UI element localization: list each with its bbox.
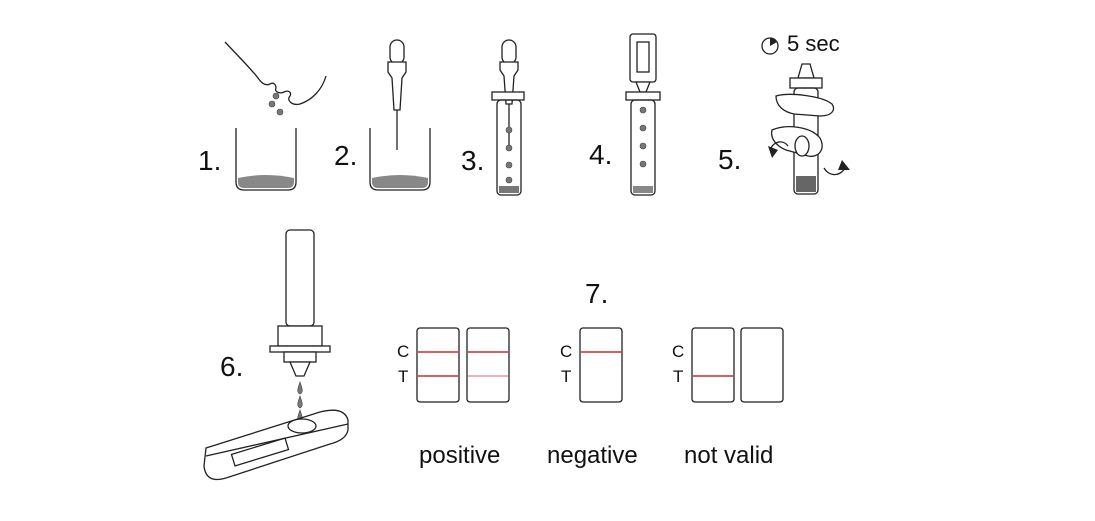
step-5-illustration [761,37,850,195]
tube-rim [625,91,661,101]
control-letter: C [672,342,685,361]
test-letter: T [673,367,684,386]
positive-strip-1 [416,327,460,403]
test-cassette [203,409,349,481]
negative-strip [579,327,623,403]
face-profile [224,41,327,106]
invalid-strip-2 [740,327,784,403]
step-3-label: 3. [461,145,485,176]
step-5-label: 5. [718,144,742,175]
result-strips [416,327,784,403]
collection-cup [235,128,297,191]
step-4-illustration [625,33,661,196]
step-1-label: 1. [198,145,222,176]
result-negative-label: negative [547,442,638,469]
tube-rim [491,91,525,101]
step-2-illustration [369,39,431,191]
tube-collar [277,325,323,347]
step-6-illustration [203,229,349,481]
positive-strip-2 [466,327,510,403]
control-letter: C [560,342,573,361]
saliva-drop [272,92,280,100]
tube-cap [797,63,815,79]
dropper-tip [289,361,311,377]
extraction-tube [630,99,656,196]
step-4-label: 4. [589,139,613,170]
result-window [230,437,290,467]
extraction-tube [496,99,522,196]
collection-cup [369,128,431,191]
timer-label: 5 sec [787,31,840,56]
step-2-label: 2. [334,140,358,171]
control-letter: C [397,342,410,361]
step-7-label: 7. [585,278,609,309]
test-letter: T [398,367,409,386]
step-3-illustration [491,39,525,196]
pipette-bulb [501,39,517,65]
hand-upper [775,93,835,117]
invalid-strip-1 [691,327,735,403]
result-positive-label: positive [419,442,501,469]
pipette-bulb [389,39,405,65]
test-letter: T [561,367,572,386]
result-not-valid-label: not valid [684,442,774,469]
step-1-illustration [224,41,327,191]
step-6-label: 6. [220,351,244,382]
buffer-bottle [629,33,657,83]
extraction-tube [285,229,315,327]
sample-well [287,418,317,434]
